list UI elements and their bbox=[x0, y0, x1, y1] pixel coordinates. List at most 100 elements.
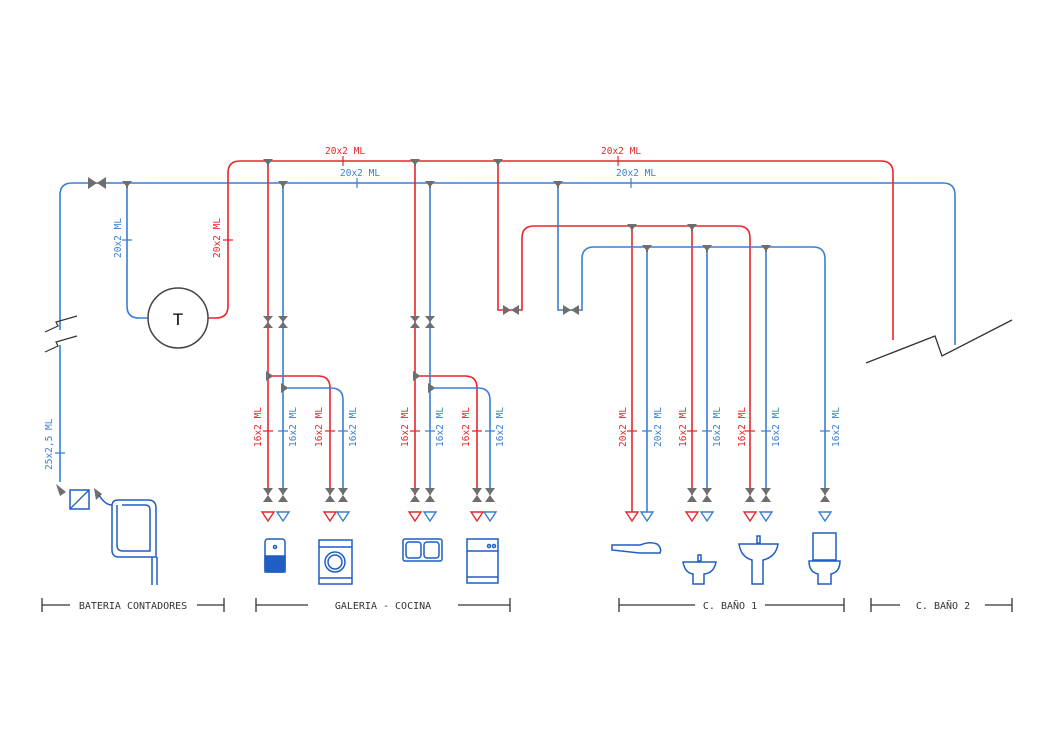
tee-fitting-icon bbox=[642, 245, 652, 252]
cold-outlet-icon bbox=[335, 511, 351, 523]
hot-outlet-icon bbox=[624, 511, 640, 523]
pipe-label: 16x2 ML bbox=[461, 407, 472, 447]
cocina-cold-pipes bbox=[429, 183, 491, 495]
meter-battery-icon bbox=[98, 494, 158, 585]
valve-icon bbox=[88, 177, 106, 189]
washing-machine-icon bbox=[318, 539, 353, 585]
pipe-label: 16x2 ML bbox=[737, 407, 748, 447]
fittings bbox=[122, 159, 833, 523]
heater-label: T bbox=[173, 310, 183, 329]
tee-fitting-icon bbox=[281, 383, 287, 393]
cold-outlet-icon bbox=[817, 511, 833, 523]
tee-fitting-icon bbox=[687, 224, 697, 231]
double-sink-icon bbox=[402, 538, 443, 562]
valve-icon bbox=[687, 488, 697, 502]
valve-icon bbox=[410, 316, 420, 328]
water-meter-icon bbox=[69, 489, 90, 510]
valve-icon bbox=[503, 305, 579, 315]
cold-outlet-icon bbox=[482, 511, 498, 523]
tee-fitting-icon bbox=[266, 371, 272, 381]
valve-icon bbox=[278, 316, 288, 328]
pipe-label: 20x2 ML bbox=[212, 218, 223, 258]
bano1-hot-pipes bbox=[497, 161, 751, 512]
pipe-label: 20x2 ML bbox=[653, 407, 664, 447]
pipe-label: 16x2 ML bbox=[831, 407, 842, 447]
break-symbol-left bbox=[44, 315, 78, 353]
water-heater-sink-icon bbox=[264, 538, 286, 573]
pipe-label: 16x2 ML bbox=[435, 407, 446, 447]
pipe-label: 16x2 ML bbox=[400, 407, 411, 447]
pipe-label: 20x2 ML bbox=[113, 218, 124, 258]
main-cold-pipe bbox=[59, 182, 956, 345]
cold-outlet-icon bbox=[275, 511, 291, 523]
valve-icon bbox=[325, 488, 335, 502]
tee-fitting-icon bbox=[410, 159, 420, 166]
tee-fitting-icon bbox=[493, 159, 503, 166]
valve-icon bbox=[761, 488, 771, 502]
pipe-label: 16x2 ML bbox=[314, 407, 325, 447]
section-label-bano-2: C. BAÑO 2 bbox=[916, 599, 970, 612]
pipe-label: 20x2 ML bbox=[325, 146, 365, 157]
hot-outlet-icon bbox=[684, 511, 700, 523]
break-symbol-right bbox=[865, 319, 1013, 364]
section-label-bano-1: C. BAÑO 1 bbox=[703, 599, 757, 612]
heater-cold-pipe bbox=[126, 183, 148, 319]
valve-icon bbox=[425, 316, 435, 328]
valve-icon bbox=[278, 488, 288, 502]
hot-outlet-icon bbox=[407, 511, 423, 523]
tee-fitting-icon bbox=[263, 159, 273, 166]
washbasin-icon bbox=[738, 535, 779, 585]
valve-icon bbox=[425, 488, 435, 502]
pipe-label: 16x2 ML bbox=[771, 407, 782, 447]
tee-fitting-icon bbox=[553, 181, 563, 188]
water-heater bbox=[147, 287, 209, 349]
valve-icon bbox=[472, 488, 482, 502]
pipe-label: 16x2 ML bbox=[348, 407, 359, 447]
pipe-label: 25x2,5 ML bbox=[44, 418, 55, 470]
section-label-bateria: BATERIA CONTADORES bbox=[79, 601, 187, 612]
hot-outlet-icon bbox=[260, 511, 276, 523]
tee-fitting-icon bbox=[627, 224, 637, 231]
valve-icon bbox=[820, 488, 830, 502]
bano1-cold-pipes bbox=[557, 183, 826, 512]
cold-outlet-icon bbox=[758, 511, 774, 523]
cold-outlet-icon bbox=[699, 511, 715, 523]
tee-fitting-icon bbox=[425, 181, 435, 188]
main-hot-pipe bbox=[208, 160, 894, 340]
tee-fitting-icon bbox=[761, 245, 771, 252]
tee-fitting-icon bbox=[122, 181, 132, 188]
cold-outlet-icon bbox=[639, 511, 655, 523]
bidet-icon bbox=[682, 554, 717, 585]
cold-outlet-icon bbox=[422, 511, 438, 523]
toilet-icon bbox=[808, 532, 841, 585]
valve-icon bbox=[338, 488, 348, 502]
section-markers bbox=[41, 598, 1013, 612]
galeria-cold-pipes bbox=[282, 183, 344, 495]
valve-icon bbox=[745, 488, 755, 502]
tee-fitting-icon bbox=[428, 383, 434, 393]
pipe-label: 16x2 ML bbox=[678, 407, 689, 447]
pipe-label: 16x2 ML bbox=[495, 407, 506, 447]
pipe-label: 20x2 ML bbox=[618, 407, 629, 447]
valve-icon bbox=[702, 488, 712, 502]
tee-fitting-icon bbox=[413, 371, 419, 381]
pipe-label: 20x2 ML bbox=[340, 168, 380, 179]
pipe-label: 16x2 ML bbox=[288, 407, 299, 447]
pipe-label: 16x2 ML bbox=[253, 407, 264, 447]
valve-icon bbox=[263, 316, 273, 328]
pipe-label: 20x2 ML bbox=[601, 146, 641, 157]
hot-outlet-icon bbox=[469, 511, 485, 523]
tee-fitting-icon bbox=[702, 245, 712, 252]
valve-icon bbox=[263, 488, 273, 502]
valve-icon bbox=[410, 488, 420, 502]
shower-icon bbox=[611, 541, 662, 554]
hot-outlet-icon bbox=[322, 511, 338, 523]
hot-outlet-icon bbox=[742, 511, 758, 523]
valve-icon bbox=[485, 488, 495, 502]
pipe-label: 16x2 ML bbox=[712, 407, 723, 447]
tee-fitting-icon bbox=[278, 181, 288, 188]
section-label-galeria-cocina: GALERIA - COCINA bbox=[335, 601, 431, 612]
pipe-label: 20x2 ML bbox=[616, 168, 656, 179]
